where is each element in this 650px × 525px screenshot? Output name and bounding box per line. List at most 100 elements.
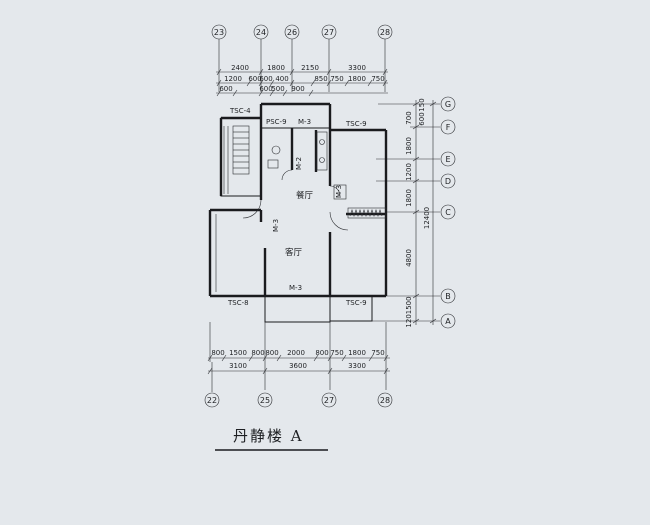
bottom-dim-800-a: 800 <box>211 349 224 357</box>
axis-label-23: 23 <box>214 28 224 37</box>
right-dim-700: 700 <box>405 111 413 124</box>
door-label-m3-closet: M-3 <box>335 185 343 198</box>
door-swing-bath <box>281 169 293 181</box>
top-axis-bubbles: 23 24 26 27 28 <box>211 24 393 92</box>
axis-label-27-top: 27 <box>324 28 334 37</box>
right-dimensions: 700 1800 1200 1800 4800 1201500 150 600 … <box>405 98 437 328</box>
kitchen-counter <box>316 131 328 171</box>
window-label-tsc8: TSC-8 <box>227 299 249 307</box>
stair-treads <box>223 125 250 194</box>
top-dim-600-c: 600 <box>219 85 232 93</box>
axis-bubble-27-bottom <box>321 392 337 408</box>
bottom-dim-800-c: 800 <box>265 349 278 357</box>
top-dim-2400: 2400 <box>231 64 249 72</box>
bottom-dim-3300: 3300 <box>348 362 366 370</box>
right-dim-1800-a: 1800 <box>405 137 413 155</box>
window-label-tsc9-bottom: TSC-9 <box>345 299 367 307</box>
axis-label-24: 24 <box>256 28 266 37</box>
axis-bubble-D <box>440 173 456 189</box>
top-dim-600-a: 600 <box>248 75 261 83</box>
right-dim-12400: 12400 <box>423 207 431 229</box>
bottom-dim-750-b: 750 <box>371 349 384 357</box>
window-label-psc9: PSC-9 <box>266 118 287 126</box>
bottom-dim-1500: 1500 <box>229 349 247 357</box>
axis-label-B: B <box>445 292 451 301</box>
walls <box>208 102 388 323</box>
axis-bubble-F <box>440 119 456 135</box>
right-dim-4800: 4800 <box>405 249 413 267</box>
bottom-dim-3100: 3100 <box>229 362 247 370</box>
bottom-dim-3600: 3600 <box>289 362 307 370</box>
bottom-dim-800-d: 800 <box>315 349 328 357</box>
top-dim-1800: 1800 <box>267 64 285 72</box>
axis-bubble-28-bottom <box>377 392 393 408</box>
door-label-m2-bath: M-2 <box>295 157 303 170</box>
right-dim-150: 150 <box>418 98 426 111</box>
axis-label-C: C <box>445 208 451 217</box>
top-dim-750-b: 750 <box>371 75 384 83</box>
right-axis-bubbles: G F E D C B A <box>372 96 456 329</box>
bottom-axis-bubbles: 22 25 27 28 <box>204 362 393 408</box>
axis-label-A: A <box>445 317 451 326</box>
top-dim-900: 900 <box>291 85 304 93</box>
wardrobe <box>347 207 387 219</box>
right-dim-600: 600 <box>418 112 426 125</box>
bottom-dim-2000: 2000 <box>287 349 305 357</box>
axis-label-F: F <box>446 123 451 132</box>
bottom-dim-750-a: 750 <box>330 349 343 357</box>
bottom-dimensions: 800 1500 800 800 2000 800 750 1800 750 3… <box>207 322 390 390</box>
bottom-dim-1800: 1800 <box>348 349 366 357</box>
basin-icon <box>267 159 279 169</box>
axis-label-E: E <box>445 155 450 164</box>
drawing-title: 丹静楼 A <box>233 427 304 445</box>
top-dim-500: 500 <box>271 85 284 93</box>
axis-bubble-22 <box>204 392 220 408</box>
right-dim-1201500: 1201500 <box>405 296 413 327</box>
room-label-living: 客厅 <box>285 247 303 258</box>
axis-label-22: 22 <box>207 396 217 405</box>
door-swing-closet <box>329 185 341 197</box>
axis-bubble-B <box>440 288 456 304</box>
right-dim-1800-b: 1800 <box>405 189 413 207</box>
balcony-right <box>329 295 373 322</box>
top-dim-400: 400 <box>275 75 288 83</box>
right-dim-1200: 1200 <box>405 163 413 181</box>
axis-label-D: D <box>445 177 451 186</box>
stove-burner-icon <box>319 139 325 145</box>
bedroom-closet <box>333 184 347 200</box>
top-dim-600-b: 600 <box>259 75 272 83</box>
door-swing-bedroom-right <box>329 211 349 231</box>
axis-label-27-bottom: 27 <box>324 396 334 405</box>
axis-label-28-bottom: 28 <box>380 396 390 405</box>
top-dim-3300: 3300 <box>348 64 366 72</box>
axis-label-25: 25 <box>260 396 270 405</box>
axis-bubble-A <box>440 313 456 329</box>
axis-bubble-25 <box>257 392 273 408</box>
axis-bubble-E <box>440 151 456 167</box>
top-dim-850: 850 <box>314 75 327 83</box>
door-swing-bedroom-left <box>242 199 262 219</box>
top-dim-600-d: 600 <box>259 85 272 93</box>
window-label-tsc4: TSC-4 <box>229 107 251 115</box>
top-dim-750-a: 750 <box>330 75 343 83</box>
top-dim-1200: 1200 <box>224 75 242 83</box>
axis-bubble-C <box>440 204 456 220</box>
door-label-m3-kitchen: M-3 <box>298 118 311 126</box>
top-dim-1800-b: 1800 <box>348 75 366 83</box>
bottom-dim-800-b: 800 <box>251 349 264 357</box>
axis-label-26: 26 <box>287 28 297 37</box>
axis-bubble-G <box>440 96 456 112</box>
door-label-m3-living: M-3 <box>289 284 302 292</box>
top-dim-2150: 2150 <box>301 64 319 72</box>
door-label-m3-bedroom: M-3 <box>272 219 280 232</box>
opening-labels: TSC-4 PSC-9 TSC-9 TSC-8 TSC-9 M-3 M-2 M-… <box>227 107 367 307</box>
top-dimensions: 2400 1800 2150 3300 1200 600 600 400 850… <box>216 64 388 97</box>
axis-label-28-top: 28 <box>380 28 390 37</box>
room-label-dining: 餐厅 <box>296 191 314 201</box>
window-label-tsc9-top: TSC-9 <box>345 120 367 128</box>
sink-icon <box>319 157 325 163</box>
toilet-icon <box>271 145 281 155</box>
